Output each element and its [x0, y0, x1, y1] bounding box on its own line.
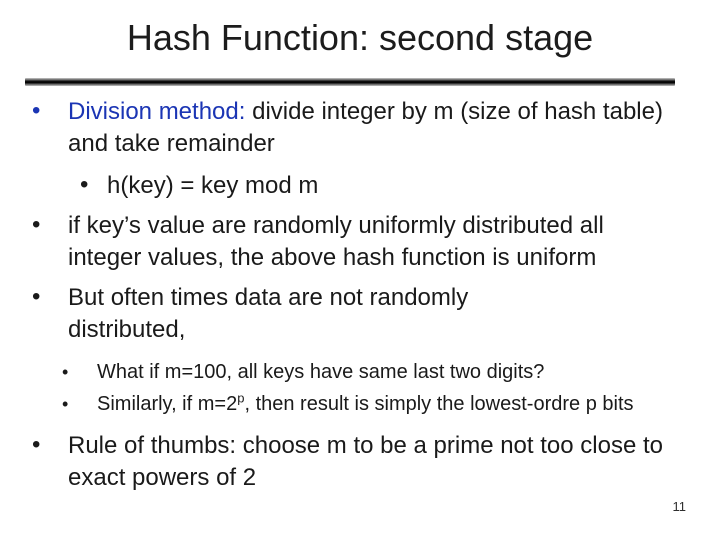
- bullet-icon: •: [32, 283, 41, 310]
- bullet-text: Rule of thumbs: choose m to be a prime n…: [68, 432, 663, 491]
- bullet-text: h(key) = key mod m: [107, 172, 319, 199]
- bullet-item-division-method: • Division method: divide integer by m (s…: [30, 96, 668, 160]
- bullet-item-rule-of-thumbs: • Rule of thumbs: choose m to be a prime …: [30, 430, 668, 494]
- bullet-text-post: , then result is simply the lowest-ordre…: [244, 393, 634, 415]
- superscript-p: p: [237, 390, 245, 406]
- bullet-text: if key’s value are randomly uniformly di…: [68, 212, 604, 271]
- bullet-lead-text: Division method:: [68, 98, 246, 125]
- slide-title: Hash Function: second stage: [126, 17, 594, 58]
- bullet-item-not-random: • But often times data are not randomly d…: [30, 282, 568, 346]
- sub-bullet-item-m2p: • Similarly, if m=2p, then result is simp…: [30, 390, 642, 418]
- bullet-icon: •: [32, 431, 41, 458]
- bullet-text: divide integer by m (size of hash table)…: [68, 98, 663, 157]
- bullet-icon: •: [62, 394, 69, 414]
- bullet-item-hkey-formula: • h(key) = key mod m: [30, 170, 720, 202]
- bullet-text: But often times data are not randomly di…: [68, 284, 469, 343]
- bullet-icon: •: [32, 211, 41, 238]
- title-divider-rule: [25, 78, 675, 86]
- bullet-icon: •: [62, 362, 69, 382]
- bullet-text: What if m=100, all keys have same last t…: [97, 361, 545, 383]
- sub-bullet-item-m100: • What if m=100, all keys have same last …: [30, 358, 720, 386]
- bullet-text-pre: Similarly, if m=2: [97, 393, 238, 415]
- bullet-icon: •: [32, 97, 41, 124]
- bullet-item-uniform-distribution: • if key’s value are randomly uniformly d…: [30, 210, 668, 274]
- bullet-icon: •: [80, 171, 89, 198]
- page-number: 11: [672, 499, 687, 514]
- bullet-list: • Division method: divide integer by m (s…: [30, 96, 720, 494]
